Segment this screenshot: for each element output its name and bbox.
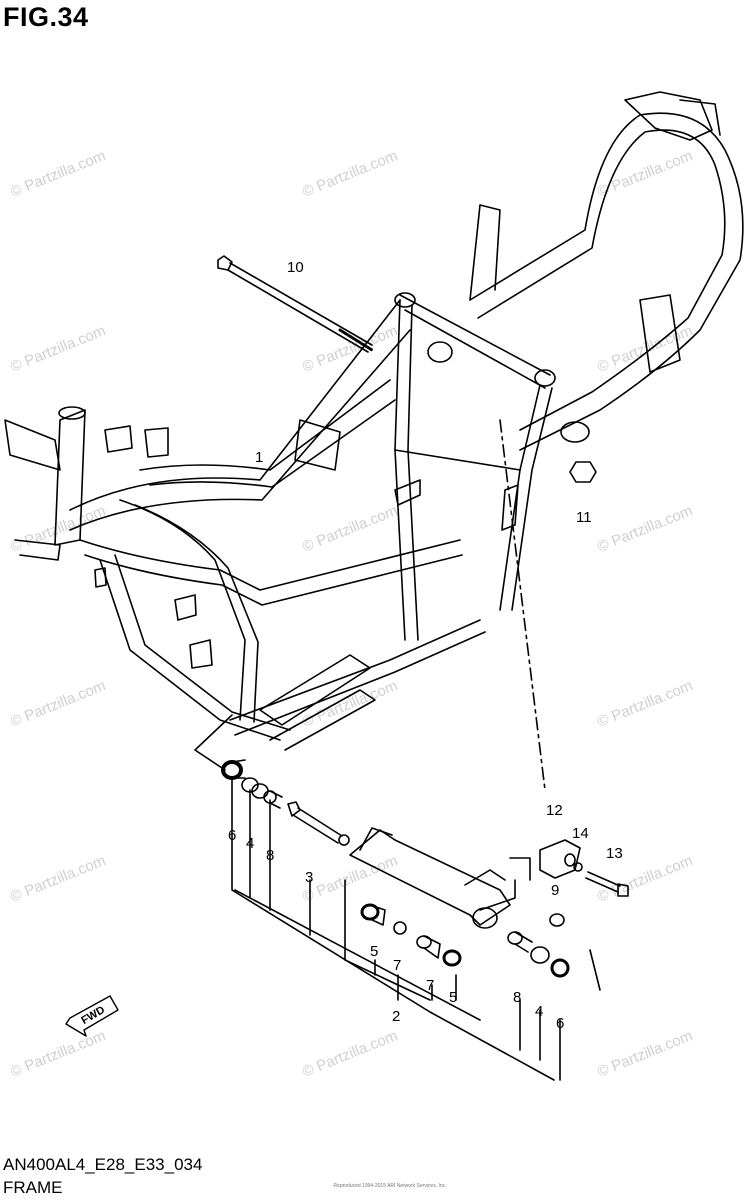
engine-mount-assembly xyxy=(221,759,629,1081)
callout-2: 2 xyxy=(392,1008,400,1025)
callout-1: 1 xyxy=(255,449,263,466)
callout-11: 11 xyxy=(576,509,592,526)
callout-8-right: 8 xyxy=(513,989,521,1006)
long-bolt-10 xyxy=(217,255,374,353)
callout-4-left: 4 xyxy=(246,835,254,852)
callout-7-left: 7 xyxy=(393,957,401,974)
figure-title: FIG.34 xyxy=(3,2,89,32)
fwd-label: FWD xyxy=(79,1004,107,1027)
callout-9: 9 xyxy=(551,882,559,899)
frame-assembly xyxy=(4,91,744,791)
callout-6-left: 6 xyxy=(228,827,236,844)
fwd-arrow xyxy=(65,995,119,1037)
model-code: AN400AL4_E28_E33_034 xyxy=(3,1155,203,1174)
callout-8-left: 8 xyxy=(266,847,274,864)
fine-print: Reproduced 1994-2015 ARI Network Service… xyxy=(333,1183,447,1189)
callout-7-right: 7 xyxy=(426,977,434,994)
callouts: 10 1 11 12 14 13 9 6 4 8 3 5 7 7 5 2 8 4… xyxy=(79,259,622,1032)
callout-12: 12 xyxy=(546,802,563,819)
callout-5-left: 5 xyxy=(370,943,378,960)
callout-4-right: 4 xyxy=(535,1003,543,1020)
callout-3: 3 xyxy=(305,869,313,886)
callout-10: 10 xyxy=(287,259,304,276)
callout-6-right: 6 xyxy=(556,1015,564,1032)
section-name: FRAME xyxy=(3,1178,63,1197)
callout-5-right: 5 xyxy=(449,989,457,1006)
callout-13: 13 xyxy=(606,845,623,862)
callout-14: 14 xyxy=(572,825,589,842)
